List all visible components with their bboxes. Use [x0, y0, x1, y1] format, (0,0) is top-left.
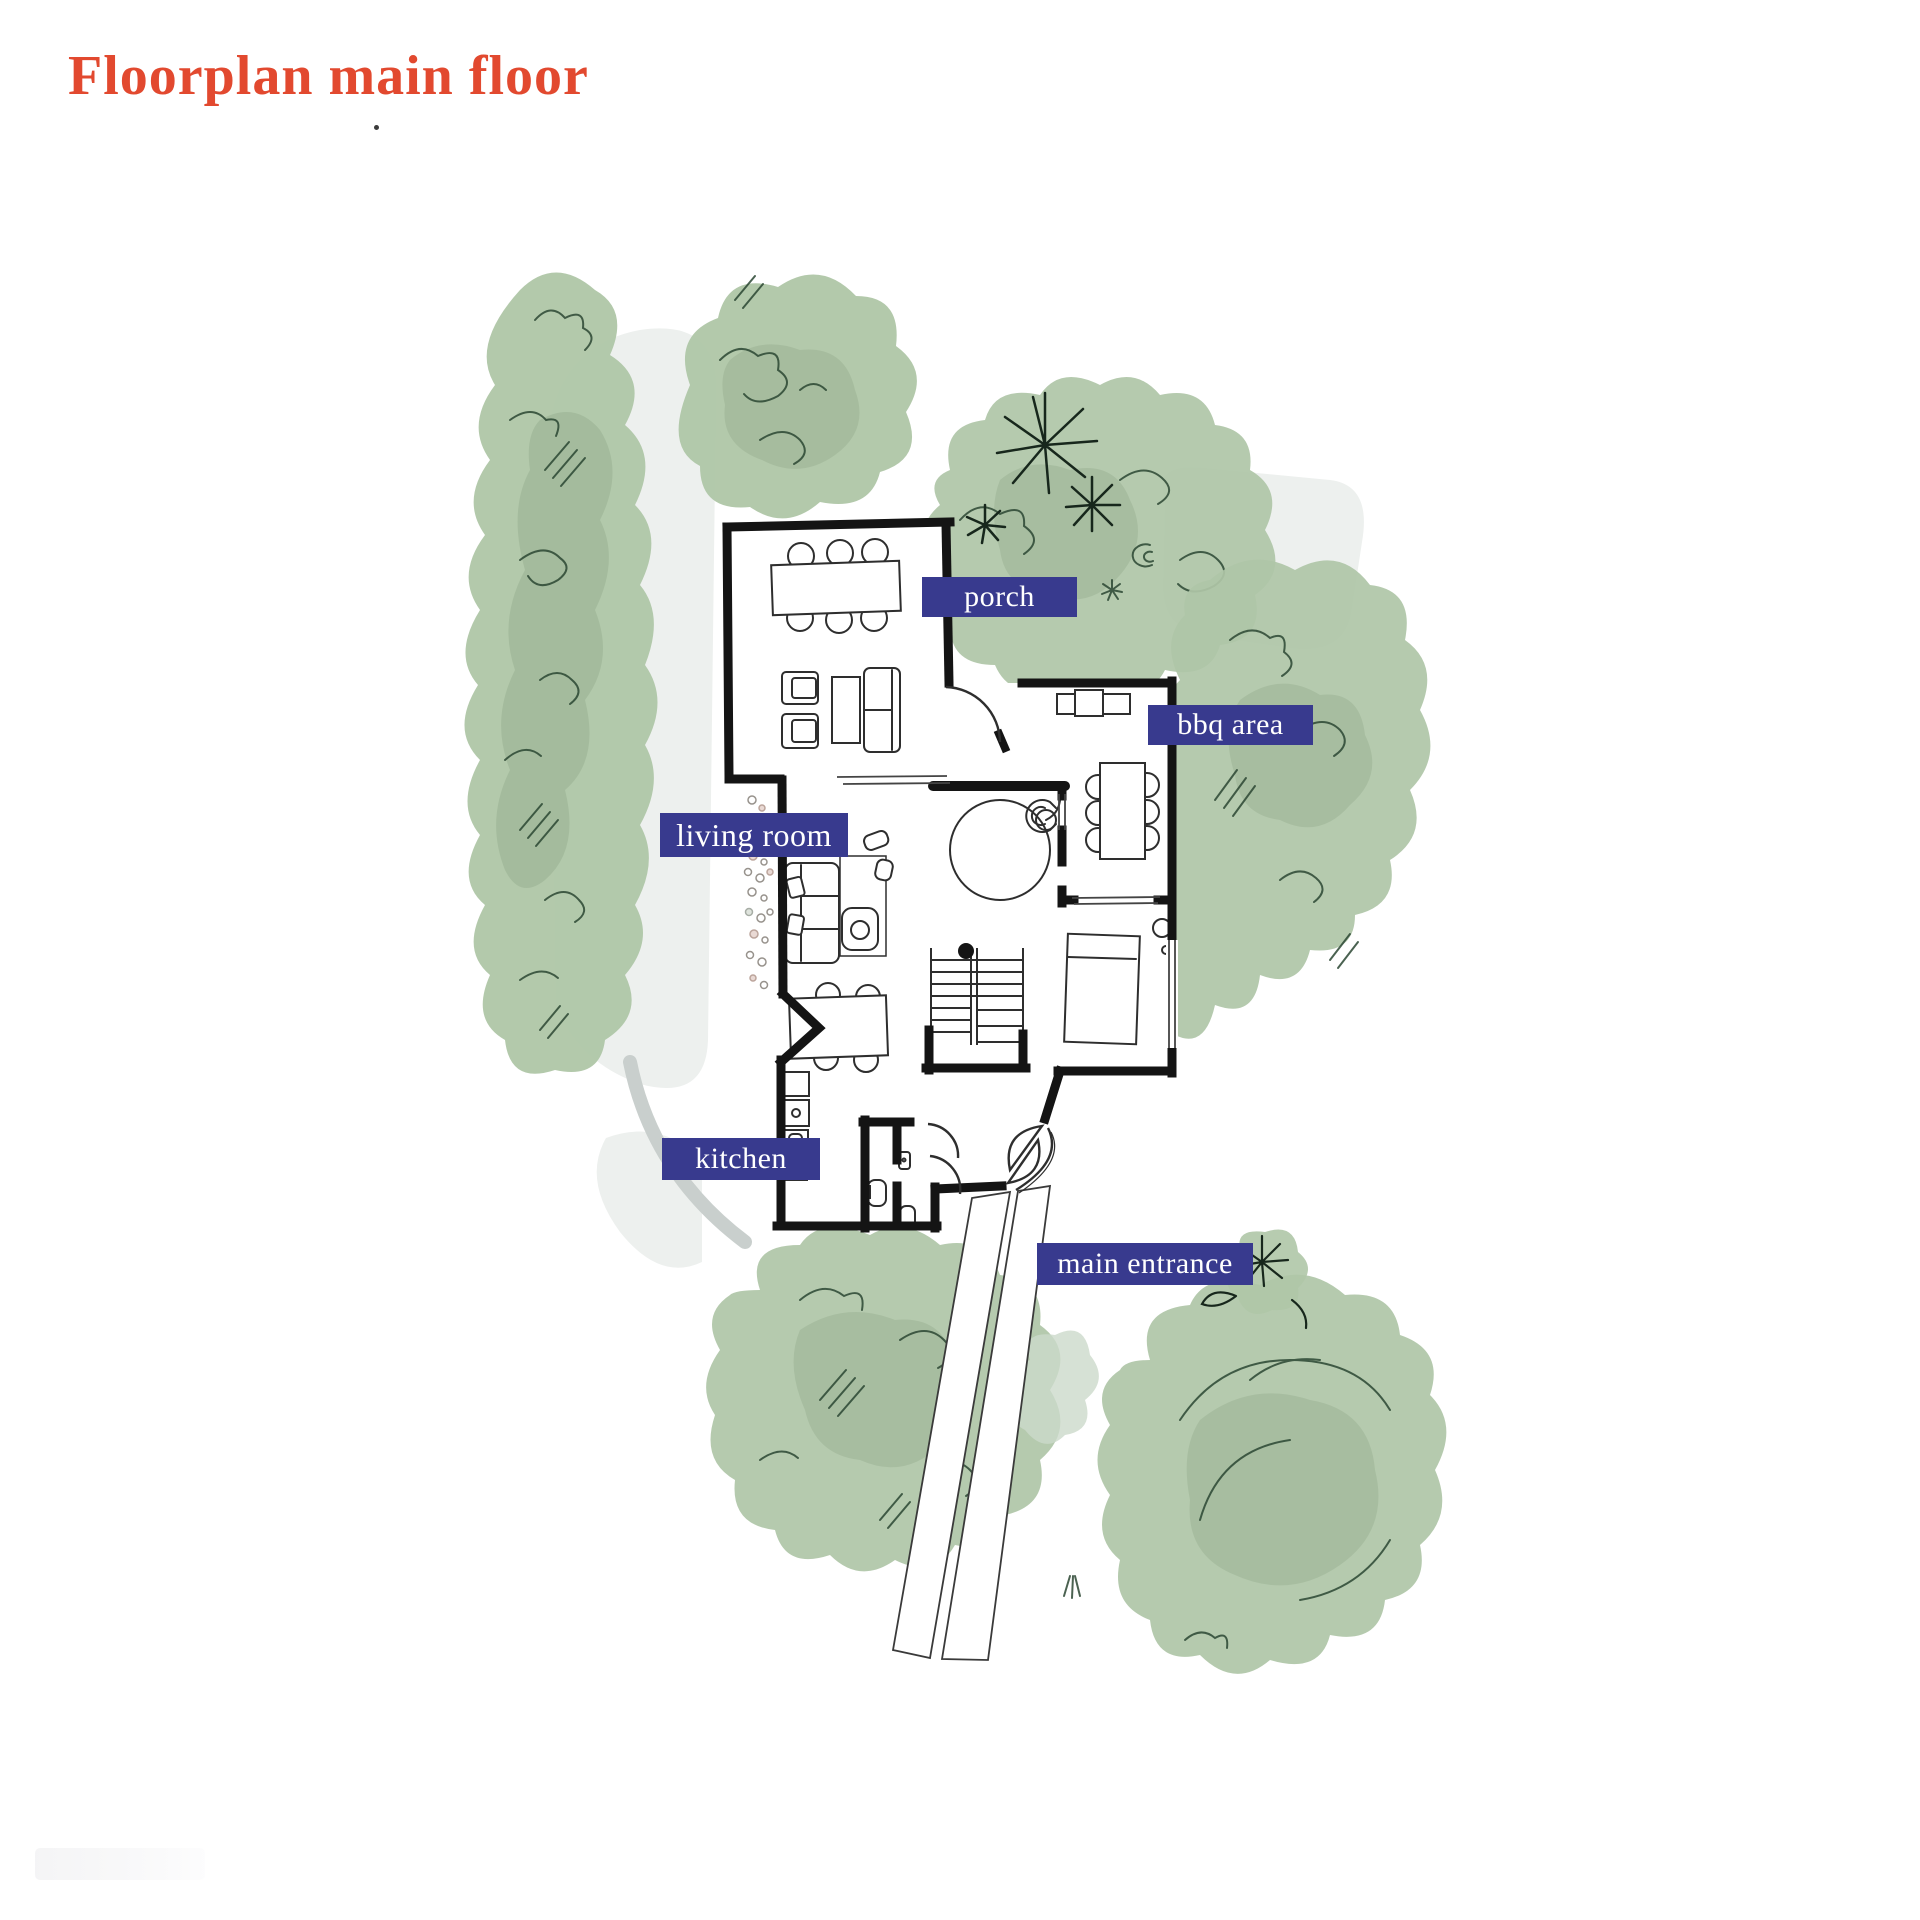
porch-door-arc — [945, 685, 1002, 743]
page-title: Floorplan main floor — [68, 45, 589, 107]
vegetation — [464, 272, 1447, 1674]
label-living-room: living room — [660, 813, 848, 857]
tree-bottom-right — [1010, 1274, 1447, 1674]
coffee-table — [841, 907, 879, 951]
ottoman — [863, 830, 890, 851]
watermark — [35, 1848, 205, 1880]
label-kitchen: kitchen — [662, 1138, 820, 1180]
living-sofa-group — [784, 830, 894, 964]
bbq-table — [1099, 762, 1146, 860]
cup-chair — [1025, 799, 1057, 833]
round-rug — [949, 799, 1051, 901]
garden-bed-texture — [743, 795, 776, 990]
dining-table — [770, 559, 902, 617]
title-dot — [374, 125, 379, 130]
windows — [836, 775, 1178, 1048]
living-rug — [839, 855, 887, 957]
porch-dining-set — [770, 538, 902, 634]
stair-newel-dot — [958, 943, 974, 959]
window-bbq-divider — [1058, 794, 1066, 830]
ottoman — [874, 858, 894, 882]
walkway — [891, 1184, 1052, 1661]
floor-lamp — [1035, 809, 1057, 831]
bushes-right — [1136, 559, 1431, 1039]
kitchen-island — [787, 994, 890, 1060]
bathroom-door-arc — [929, 1154, 962, 1195]
bathroom-door-arc — [927, 1122, 960, 1159]
entrance-fan-doors — [1005, 1124, 1056, 1194]
kitchen-island-group — [787, 982, 890, 1073]
bed — [1063, 932, 1141, 1046]
label-porch: porch — [922, 577, 1077, 617]
label-bbq-area: bbq area — [1148, 705, 1313, 745]
porch-lounge-set — [781, 667, 901, 753]
window-right-wall — [1168, 940, 1176, 1048]
window-porch-living — [836, 775, 951, 785]
hedge-left — [464, 272, 658, 1074]
porch-table — [831, 676, 861, 744]
pine-starbursts — [965, 391, 1122, 545]
walkway-left-strip — [891, 1190, 1012, 1660]
stairs — [930, 943, 1024, 1066]
label-main-entrance: main entrance — [1037, 1243, 1253, 1285]
walkway-right-strip — [940, 1184, 1052, 1661]
tree-top — [678, 274, 917, 519]
doors — [927, 685, 1056, 1195]
window-bbq-south — [1071, 896, 1161, 905]
